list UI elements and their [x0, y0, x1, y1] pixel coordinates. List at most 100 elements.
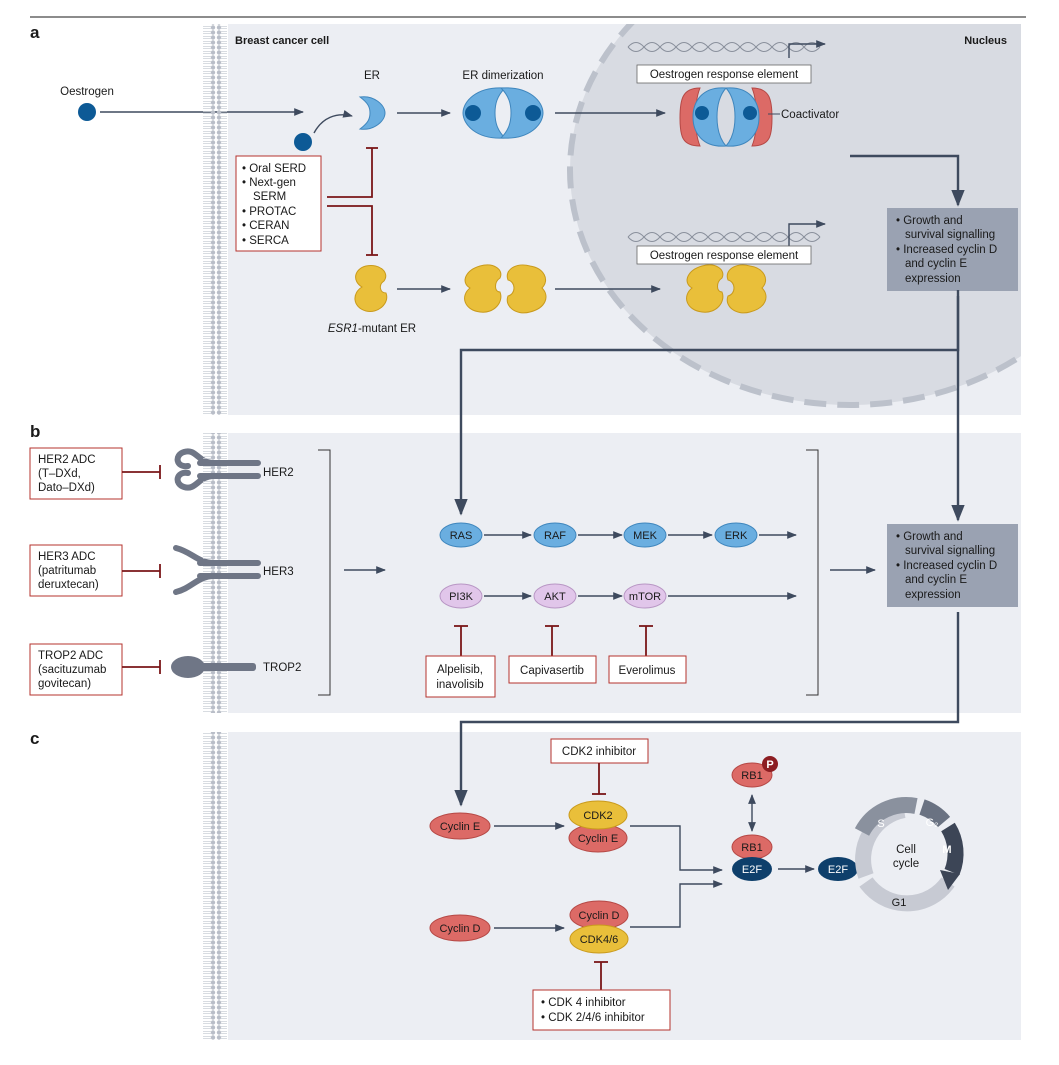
cell-cycle-g2-label: G₂	[926, 817, 939, 829]
cell-membrane-a	[203, 24, 227, 415]
er-label: ER	[364, 70, 380, 82]
outcome-b-line-1: Growth and	[903, 531, 962, 543]
pi3k-inhibitor-box	[425, 655, 496, 698]
phosphate-label: P	[766, 759, 773, 771]
outcome-box-b	[887, 524, 1018, 607]
her3-adc-line-2: (patritumab	[38, 565, 96, 577]
cyclin-d-node	[429, 914, 491, 942]
mutant-er-dna-complex	[686, 264, 767, 314]
ras-label: RAS	[450, 530, 473, 542]
cell-cycle-title-1: Cell	[896, 844, 916, 856]
trop2-adc-line-3: govitecan)	[38, 678, 91, 690]
outcome-b-line-3: Increased cyclin D	[903, 560, 997, 572]
cell-cycle-s-label: S	[877, 818, 884, 830]
cdk4-inhibitor-label: CDK 4 inhibitor	[548, 997, 626, 1009]
outcome-b-line-2: survival signalling	[905, 545, 995, 557]
cdk46-label: CDK4/6	[580, 934, 619, 946]
mtor-node	[623, 583, 667, 609]
ere-box-top	[636, 64, 812, 84]
outcome-b-line-5: expression	[905, 589, 961, 601]
mtor-label: mTOR	[629, 591, 661, 603]
mek-label: MEK	[633, 530, 658, 542]
svg-text:• SERCA: • SERCA	[242, 235, 289, 247]
her2-adc-line-1: HER2 ADC	[38, 454, 96, 466]
mapk-pathway: RAS RAF MEK ERK	[439, 522, 797, 548]
dna-strand-bottom	[627, 220, 826, 248]
cdk2-cyclin-e-label: Cyclin E	[578, 833, 618, 845]
pi3k-inhibitor-line-1: Alpelisib,	[437, 664, 483, 676]
akt-inhibitor-box	[508, 655, 597, 684]
svg-text:• CDK 4 inhibitor: • CDK 4 inhibitor	[541, 997, 626, 1009]
erk-label: ERK	[725, 530, 748, 542]
outcome-a-line-5: expression	[905, 273, 961, 285]
cell-cycle-m-label: M	[942, 844, 951, 856]
svg-text:• CERAN: • CERAN	[242, 220, 290, 232]
panel-c: c Cyclin E CDK2 inhibitor Cyclin E CDK2 …	[30, 729, 1021, 1040]
outcome-b-line-4: and cyclin E	[905, 574, 967, 586]
cdk246-inhibitor-label: CDK 2/4/6 inhibitor	[548, 1012, 645, 1024]
oestrogen-label: Oestrogen	[60, 86, 114, 98]
panel-label-a: a	[30, 23, 40, 42]
receptor-bracket	[318, 449, 331, 696]
trop2-label: TROP2	[263, 662, 301, 674]
svg-text:• Growth and: • Growth and	[896, 531, 963, 543]
cdk46-inhibitor-box	[532, 989, 671, 1031]
e2f-bound-node	[732, 857, 772, 881]
pi3k-label: PI3K	[449, 591, 474, 603]
cdk46-cyclin-d-label: Cyclin D	[579, 910, 620, 922]
rb1-phospho-label: RB1	[741, 770, 762, 782]
outcome-a-line-2: survival signalling	[905, 229, 995, 241]
svg-text:• Next-gen: • Next-gen	[242, 177, 296, 189]
drug-ceran: CERAN	[249, 220, 289, 232]
er-drugs-box	[235, 155, 322, 252]
cdk2-to-rb1-arrow	[630, 825, 723, 874]
her3-label: HER3	[263, 566, 294, 578]
panel-c-background	[228, 732, 1021, 1040]
dimer-label: ER dimerization	[462, 70, 543, 82]
drug-next-gen: Next-gen	[249, 177, 296, 189]
er-drug-inhibition	[327, 147, 378, 256]
ras-node	[439, 522, 483, 548]
mtor-inhibitor-box	[608, 655, 687, 684]
cell-cycle-m-phase	[940, 822, 964, 875]
cdk2-inhibitor-box	[550, 738, 649, 764]
pi3k-inhibitor-line-2: inavolisib	[436, 679, 483, 691]
cdk46-to-rb1-arrow	[630, 880, 723, 928]
dna-strand-top	[627, 40, 826, 58]
e2f-free-label: E2F	[828, 864, 848, 876]
her2-adc-line-3: Dato–DXd)	[38, 482, 95, 494]
her2-adc-line-2: (T–DXd,	[38, 468, 81, 480]
er-dimer	[462, 87, 544, 139]
cell-cycle-title-2: cycle	[893, 858, 919, 870]
raf-node	[533, 522, 577, 548]
mtor-inhibitor-label: Everolimus	[619, 665, 676, 677]
panel-label-b: b	[30, 422, 40, 441]
her2-label: HER2	[263, 467, 294, 479]
oestrogen-molecule	[78, 103, 96, 121]
outcome-box-a	[887, 208, 1018, 291]
svg-text:• CDK 2/4/6 inhibitor: • CDK 2/4/6 inhibitor	[541, 1012, 645, 1024]
mutant-er	[354, 264, 388, 312]
ere-box-bottom	[636, 245, 812, 265]
panel-label-c: c	[30, 729, 39, 748]
drug-oral-serd: Oral SERD	[249, 163, 306, 175]
pathway-bracket	[806, 449, 819, 696]
her2-adc-box	[29, 447, 123, 500]
rb1-phospho-node	[731, 762, 773, 788]
akt-label: AKT	[544, 591, 566, 603]
er-ligand	[294, 133, 312, 151]
e2f-bound-label: E2F	[742, 864, 762, 876]
ere-label-top: Oestrogen response element	[650, 69, 799, 81]
cell-cycle-g2-phase	[919, 799, 951, 828]
rb1-label: RB1	[741, 842, 762, 854]
cyclin-d-label: Cyclin D	[440, 923, 481, 935]
akt-node	[533, 583, 577, 609]
mutant-er-dimer	[464, 264, 547, 314]
nucleus-label: Nucleus	[964, 35, 1007, 47]
nucleus-to-outcome-arrow	[850, 154, 965, 207]
cell-cycle-g1-label: G1	[892, 897, 907, 909]
her3-adc-line-1: HER3 ADC	[38, 551, 96, 563]
raf-label: RAF	[544, 530, 566, 542]
cell-cycle-s-phase	[854, 797, 918, 837]
